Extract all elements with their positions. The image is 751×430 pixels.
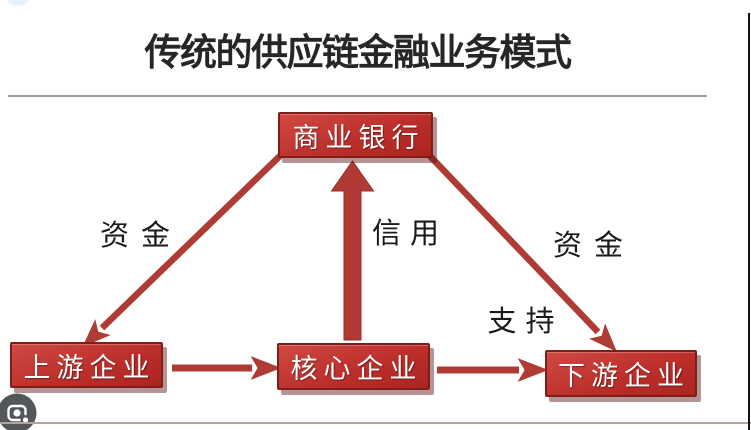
node-commercial-bank: 商业银行 [278, 112, 433, 158]
node-core-enterprise: 核心企业 [277, 343, 430, 390]
credit-support-line2: 支持 [487, 304, 564, 338]
corner-oval-decoration [7, 0, 29, 6]
title-divider [8, 95, 707, 97]
camera-lens-icon [0, 393, 37, 430]
edge-label-funds-left: 资金 [100, 218, 183, 252]
credit-support-line1: 信用 [371, 216, 448, 250]
node-upstream-enterprise: 上游企业 [10, 342, 163, 388]
node-downstream-enterprise: 下游企业 [545, 350, 697, 397]
edge-label-credit-support: 信用 支持 [360, 211, 555, 343]
right-border-line [748, 13, 750, 430]
page-title: 传统的供应链金融业务模式 [144, 31, 573, 74]
edge-label-funds-right: 资金 [553, 228, 636, 262]
bottom-border-line [0, 422, 751, 424]
google-lens-button[interactable] [0, 393, 37, 430]
